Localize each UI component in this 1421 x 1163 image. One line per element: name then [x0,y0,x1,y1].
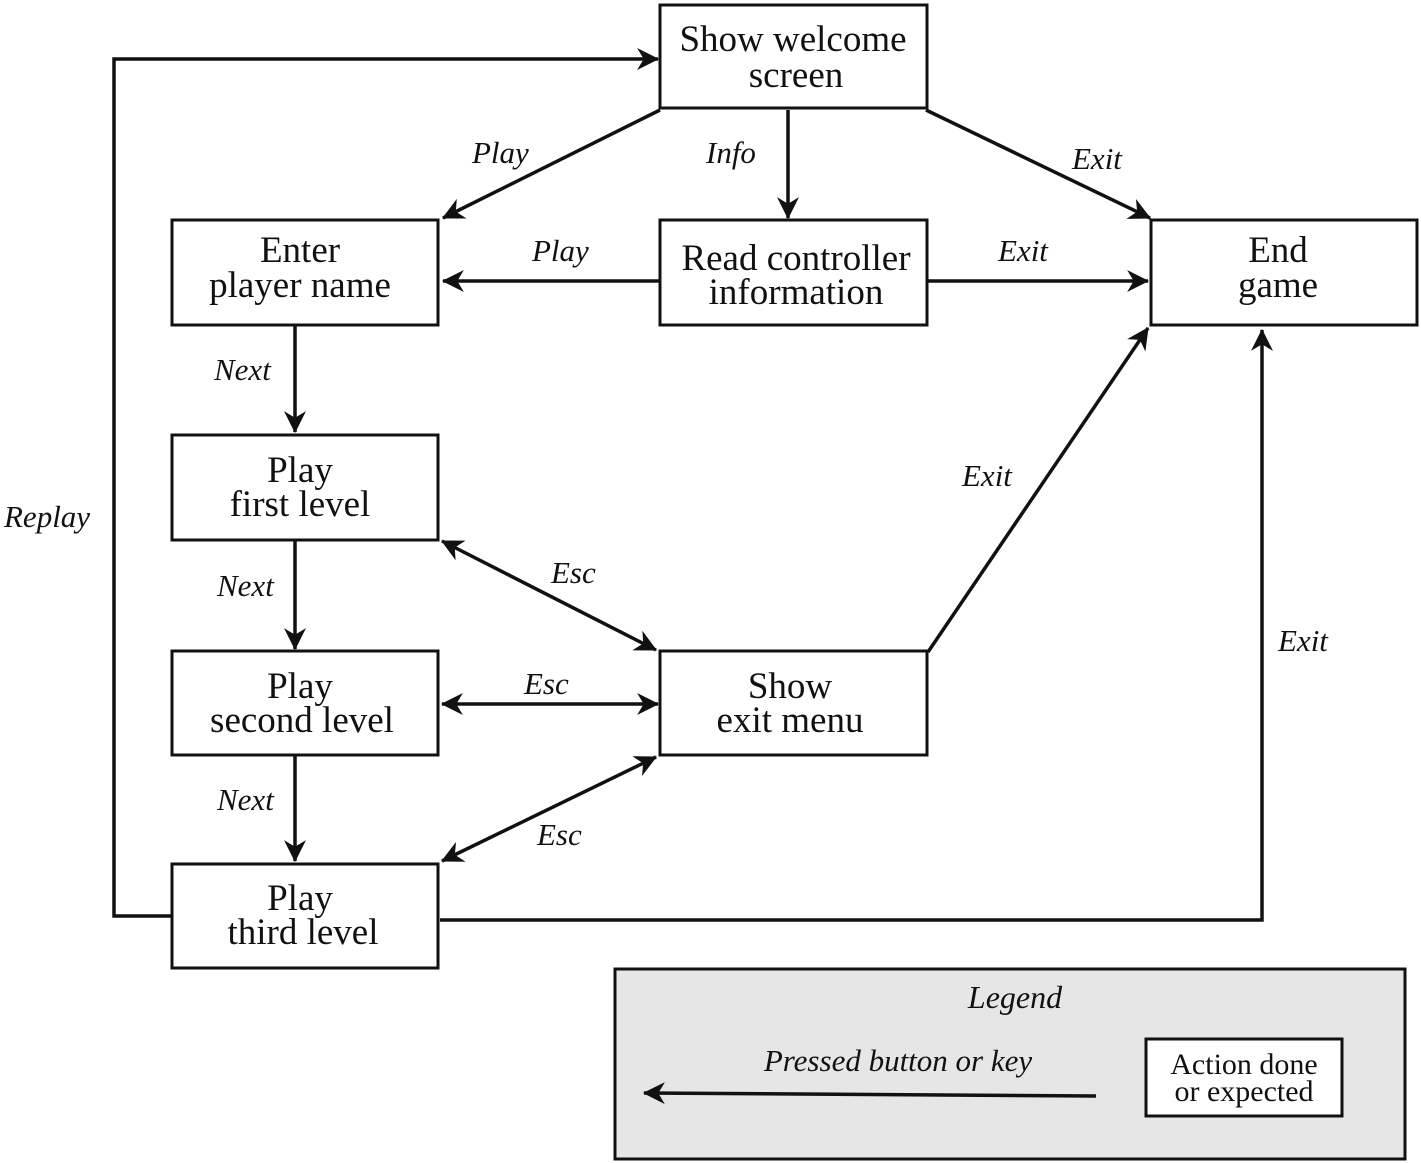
label-third-exit: Exit [1277,623,1329,658]
node-exit-menu-line2: exit menu [717,700,864,741]
label-replay: Replay [3,499,90,534]
node-read-controller-info: Read controller information [658,218,929,327]
node-second-level-line1: Play [267,666,333,707]
label-first-next: Next [216,568,275,603]
node-third-level-line2: third level [227,912,378,953]
node-second-level-line2: second level [210,700,394,741]
label-second-next: Next [216,782,275,817]
node-play-first-level: Play first level [170,433,440,542]
edge-third-to-end [440,328,1273,922]
edge-welcome-to-end [925,108,1151,220]
node-end-game-line1: End [1248,230,1308,271]
node-play-third-level: Play third level [170,862,440,970]
edge-welcome-to-name [442,108,661,220]
legend-title: Legend [967,979,1063,1015]
node-enter-name-line1: Enter [260,230,340,271]
edge-menu-to-end [926,327,1150,653]
edge-third-menu [441,755,657,863]
edges [112,48,1273,922]
legend-box-line1: Action done [1170,1048,1317,1081]
node-read-info-line2: information [709,272,884,313]
legend-arrow [642,1082,1097,1105]
legend-box-line2: or expected [1174,1075,1313,1108]
edge-replay [112,48,660,918]
label-welcome-play: Play [471,135,529,170]
node-first-level-line2: first level [230,484,371,525]
label-welcome-info: Info [705,135,756,170]
node-welcome-line2: screen [749,55,844,96]
edge-labels: Play Info Exit Play Exit Next Next Next … [3,135,1329,852]
label-first-esc: Esc [550,555,596,590]
node-first-level-line1: Play [267,450,333,491]
label-third-esc: Esc [536,817,582,852]
label-menu-exit: Exit [961,458,1013,493]
node-enter-player-name: Enter player name [170,218,440,327]
legend: Legend Pressed button or key Action done… [613,967,1407,1161]
node-third-level-line1: Play [267,878,333,919]
node-welcome: Show welcome screen [658,3,929,110]
label-welcome-exit: Exit [1071,141,1123,176]
node-exit-menu-line1: Show [748,666,833,707]
legend-action-box [1144,1037,1344,1118]
label-name-next: Next [213,352,272,387]
legend-arrow-label: Pressed button or key [763,1043,1033,1078]
node-end-game-line2: game [1238,265,1318,306]
edge-first-menu [441,539,657,652]
node-enter-name-line2: player name [209,265,391,306]
label-info-play: Play [531,233,589,268]
label-second-esc: Esc [523,666,569,701]
node-welcome-line1: Show welcome [679,19,906,60]
node-end-game: End game [1149,218,1419,327]
node-read-info-line1: Read controller [681,238,910,279]
node-play-second-level: Play second level [170,649,440,757]
node-show-exit-menu: Show exit menu [658,649,929,757]
label-info-exit: Exit [997,233,1049,268]
